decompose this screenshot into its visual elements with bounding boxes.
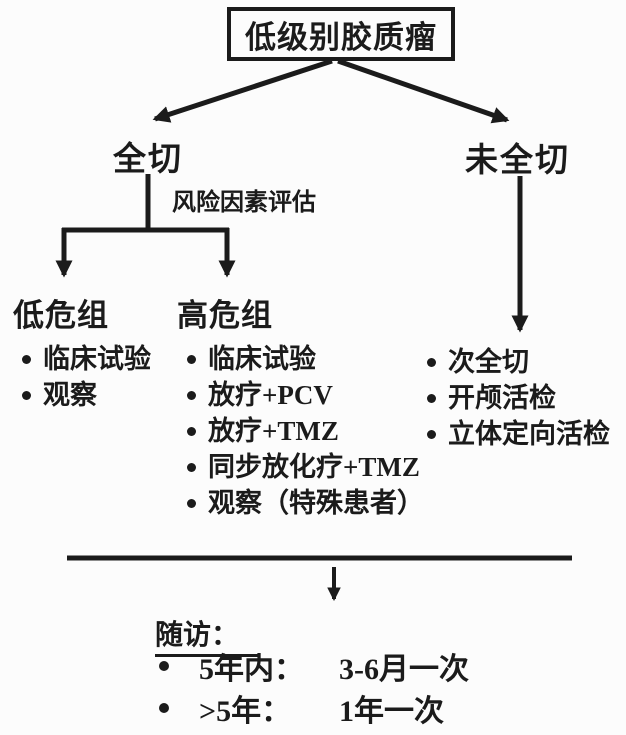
list-item: 放疗+TMZ bbox=[183, 413, 424, 449]
branch-label-incomplete-resection: 未全切 bbox=[465, 143, 570, 179]
low-risk-group-title: 低危组 bbox=[13, 298, 109, 333]
follow-up-title: 随访： bbox=[155, 613, 260, 657]
list-item: 观察 bbox=[18, 377, 151, 413]
list-item: 临床试验 bbox=[18, 341, 151, 377]
follow-up-list: 5年内： 3-6月一次 >5年： 1年一次 bbox=[156, 645, 469, 729]
follow-up-period: 5年内： bbox=[199, 653, 304, 686]
list-item: 立体定向活检 bbox=[423, 416, 610, 452]
follow-up-row: 5年内： 3-6月一次 bbox=[156, 645, 469, 687]
risk-factor-assessment-label: 风险因素评估 bbox=[172, 190, 316, 216]
list-item: 同步放化疗+TMZ bbox=[183, 449, 424, 485]
high-risk-option-list: 临床试验 放疗+PCV 放疗+TMZ 同步放化疗+TMZ 观察（特殊患者） bbox=[183, 341, 424, 521]
follow-up-row: >5年： 1年一次 bbox=[156, 687, 469, 729]
list-item: 放疗+PCV bbox=[183, 377, 424, 413]
bullet-dot-icon bbox=[159, 703, 169, 713]
list-item: 次全切 bbox=[423, 344, 610, 380]
root-node-low-grade-glioma: 低级别胶质瘤 bbox=[227, 7, 455, 61]
follow-up-frequency: 3-6月一次 bbox=[339, 653, 469, 686]
list-item: 观察（特殊患者） bbox=[183, 485, 424, 521]
bullet-dot-icon bbox=[159, 661, 169, 671]
list-item: 临床试验 bbox=[183, 341, 424, 377]
list-item: 开颅活检 bbox=[423, 380, 610, 416]
incomplete-resection-option-list: 次全切 开颅活检 立体定向活检 bbox=[423, 344, 610, 452]
follow-up-period: >5年： bbox=[199, 695, 292, 728]
high-risk-group-title: 高危组 bbox=[177, 298, 273, 333]
branch-label-total-resection: 全切 bbox=[113, 142, 183, 178]
follow-up-frequency: 1年一次 bbox=[339, 695, 444, 728]
root-node-label: 低级别胶质瘤 bbox=[245, 19, 437, 55]
low-risk-option-list: 临床试验 观察 bbox=[18, 341, 151, 413]
